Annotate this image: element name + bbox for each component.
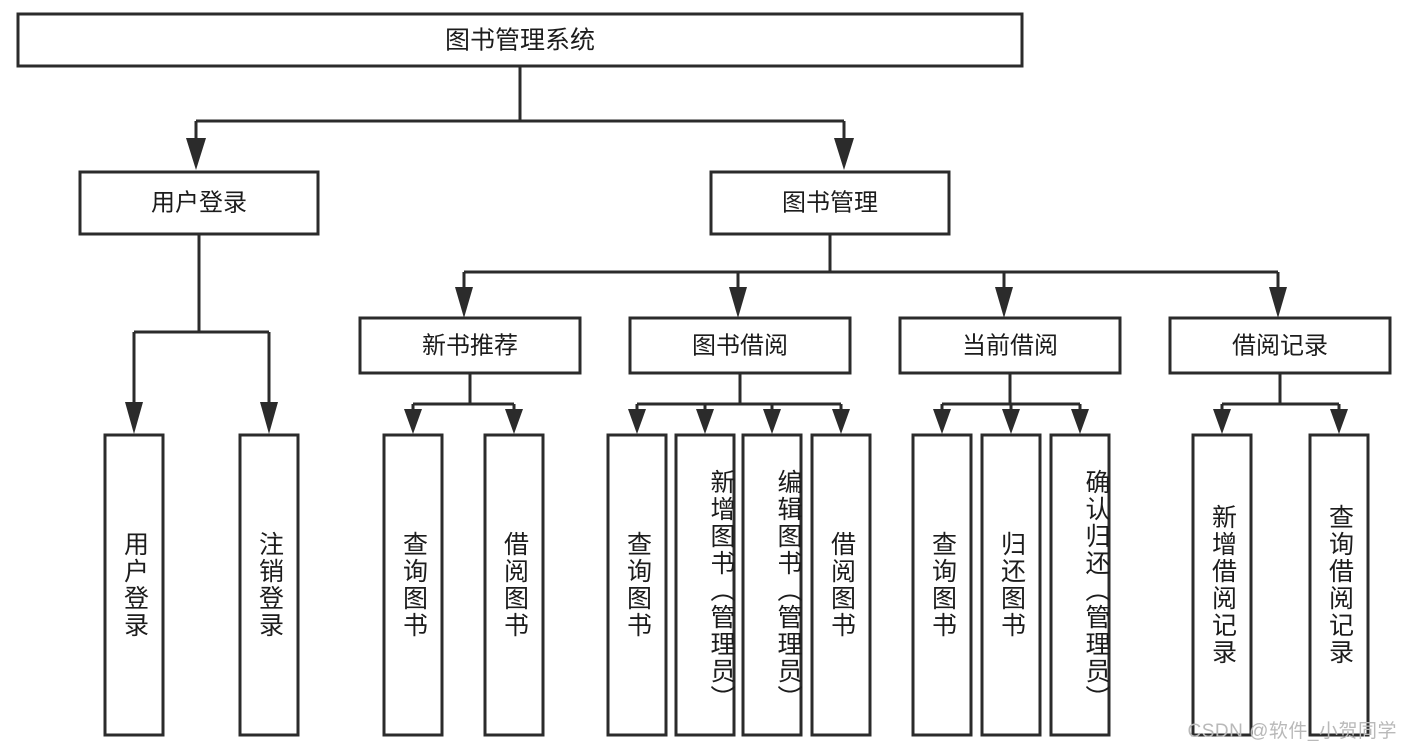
arrowhead-icon <box>834 138 854 170</box>
leaf-box-edit-book-admin[interactable] <box>741 433 803 737</box>
leaf-box-query-book-1[interactable] <box>382 433 444 737</box>
connector-login-to-leaves <box>125 234 278 434</box>
connector-bookmgmt-to-level3 <box>455 234 1287 318</box>
node-current-borrow[interactable]: 当前借阅 <box>898 316 1122 375</box>
arrowhead-icon <box>455 287 473 318</box>
node-book-management[interactable]: 图书管理 <box>709 170 951 236</box>
node-new-book-recommend-label: 新书推荐 <box>422 332 518 359</box>
arrowhead-icon <box>186 138 206 170</box>
arrowhead-icon <box>505 409 523 434</box>
csdn-watermark: CSDN @软件_小贺同学 <box>1187 721 1397 742</box>
leaf-box-borrow-book-1[interactable] <box>483 433 545 737</box>
leaf-box-query-borrow-record[interactable] <box>1308 433 1370 737</box>
leaf-box-borrow-book-2[interactable] <box>810 433 872 737</box>
arrowhead-icon <box>729 287 747 318</box>
arrowhead-icon <box>763 409 781 434</box>
node-new-book-recommend[interactable]: 新书推荐 <box>358 316 582 375</box>
node-borrow-record[interactable]: 借阅记录 <box>1168 316 1392 375</box>
leaf-box-logout[interactable] <box>238 433 300 737</box>
node-user-login-box[interactable] <box>78 170 320 236</box>
leaf-box-query-book-2[interactable] <box>606 433 668 737</box>
connector-root-to-level2 <box>186 66 854 170</box>
arrowhead-icon <box>1002 409 1020 434</box>
arrowhead-icon <box>995 287 1013 318</box>
node-new-book-recommend-box[interactable] <box>358 316 582 375</box>
arrowhead-icon <box>404 409 422 434</box>
arrowhead-icon <box>125 402 143 434</box>
node-current-borrow-box[interactable] <box>898 316 1122 375</box>
node-root-label: 图书管理系统 <box>445 27 595 55</box>
leaf-box-user-login[interactable] <box>103 433 165 737</box>
leaf-box-query-book-3[interactable] <box>911 433 973 737</box>
arrowhead-icon <box>628 409 646 434</box>
arrowhead-icon <box>1213 409 1231 434</box>
connector-borrow-to-leaves <box>628 373 850 434</box>
node-root-box[interactable] <box>16 12 1024 68</box>
leaf-box-confirm-return-admin[interactable] <box>1049 433 1111 737</box>
node-user-login-label: 用户登录 <box>151 189 247 216</box>
node-current-borrow-label: 当前借阅 <box>962 332 1058 359</box>
connector-newbook-to-leaves <box>404 373 523 434</box>
arrowhead-icon <box>260 402 278 434</box>
arrowhead-icon <box>696 409 714 434</box>
node-book-borrow-box[interactable] <box>628 316 852 375</box>
arrowhead-icon <box>832 409 850 434</box>
leaf-box-add-book-admin[interactable] <box>674 433 736 737</box>
connector-current-to-leaves <box>933 373 1089 434</box>
node-borrow-record-box[interactable] <box>1168 316 1392 375</box>
node-root[interactable]: 图书管理系统 <box>16 12 1024 68</box>
node-book-borrow[interactable]: 图书借阅 <box>628 316 852 375</box>
arrowhead-icon <box>1330 409 1348 434</box>
node-borrow-record-label: 借阅记录 <box>1232 332 1328 359</box>
node-book-borrow-label: 图书借阅 <box>692 332 788 359</box>
leaf-box-add-borrow-record[interactable] <box>1191 433 1253 737</box>
arrowhead-icon <box>933 409 951 434</box>
node-user-login[interactable]: 用户登录 <box>78 170 320 236</box>
arrowhead-icon <box>1071 409 1089 434</box>
leaf-box-return-book[interactable] <box>980 433 1042 737</box>
node-book-management-label: 图书管理 <box>782 189 878 216</box>
arrowhead-icon <box>1269 287 1287 318</box>
connector-record-to-leaves <box>1213 373 1348 434</box>
node-book-management-box[interactable] <box>709 170 951 236</box>
